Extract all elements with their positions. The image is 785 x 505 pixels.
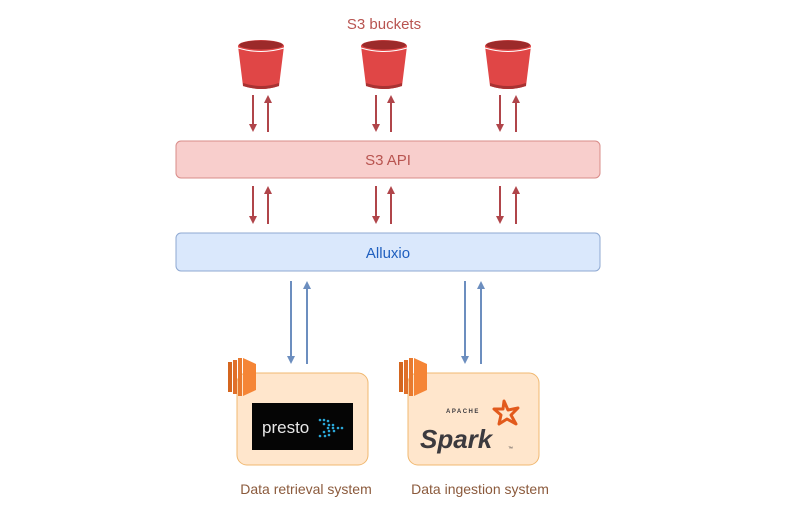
spark-star-icon [492, 399, 520, 426]
spark-logo: APACHE Spark ™ [420, 399, 520, 454]
s3-bucket-1 [237, 39, 285, 90]
presto-logo-text: presto [262, 418, 309, 437]
s3-api-label: S3 API [365, 152, 411, 169]
s3-api-box: S3 API [175, 140, 601, 179]
bucket-api-arrows [249, 95, 520, 132]
data-ingestion-label: Data ingestion system [411, 481, 549, 497]
alluxio-system-arrows [287, 281, 485, 364]
alluxio-label: Alluxio [366, 245, 410, 262]
s3-bucket-3 [484, 39, 532, 90]
s3-bucket-2 [360, 39, 408, 90]
spark-logo-text: Spark [420, 424, 494, 454]
spark-apache-text: APACHE [446, 409, 480, 415]
s3-buckets-title: S3 buckets [347, 16, 421, 33]
api-alluxio-arrows [249, 186, 520, 224]
alluxio-box: Alluxio [175, 232, 601, 272]
spark-tm: ™ [508, 446, 513, 452]
presto-logo: presto [252, 403, 353, 450]
data-retrieval-label: Data retrieval system [240, 481, 371, 497]
data-retrieval-system: presto Data retrieval system [228, 358, 372, 497]
data-ingestion-system: APACHE Spark ™ Data ingestion system [399, 358, 549, 497]
ec2-instance-icon [228, 358, 256, 396]
ec2-instance-icon [399, 358, 427, 396]
